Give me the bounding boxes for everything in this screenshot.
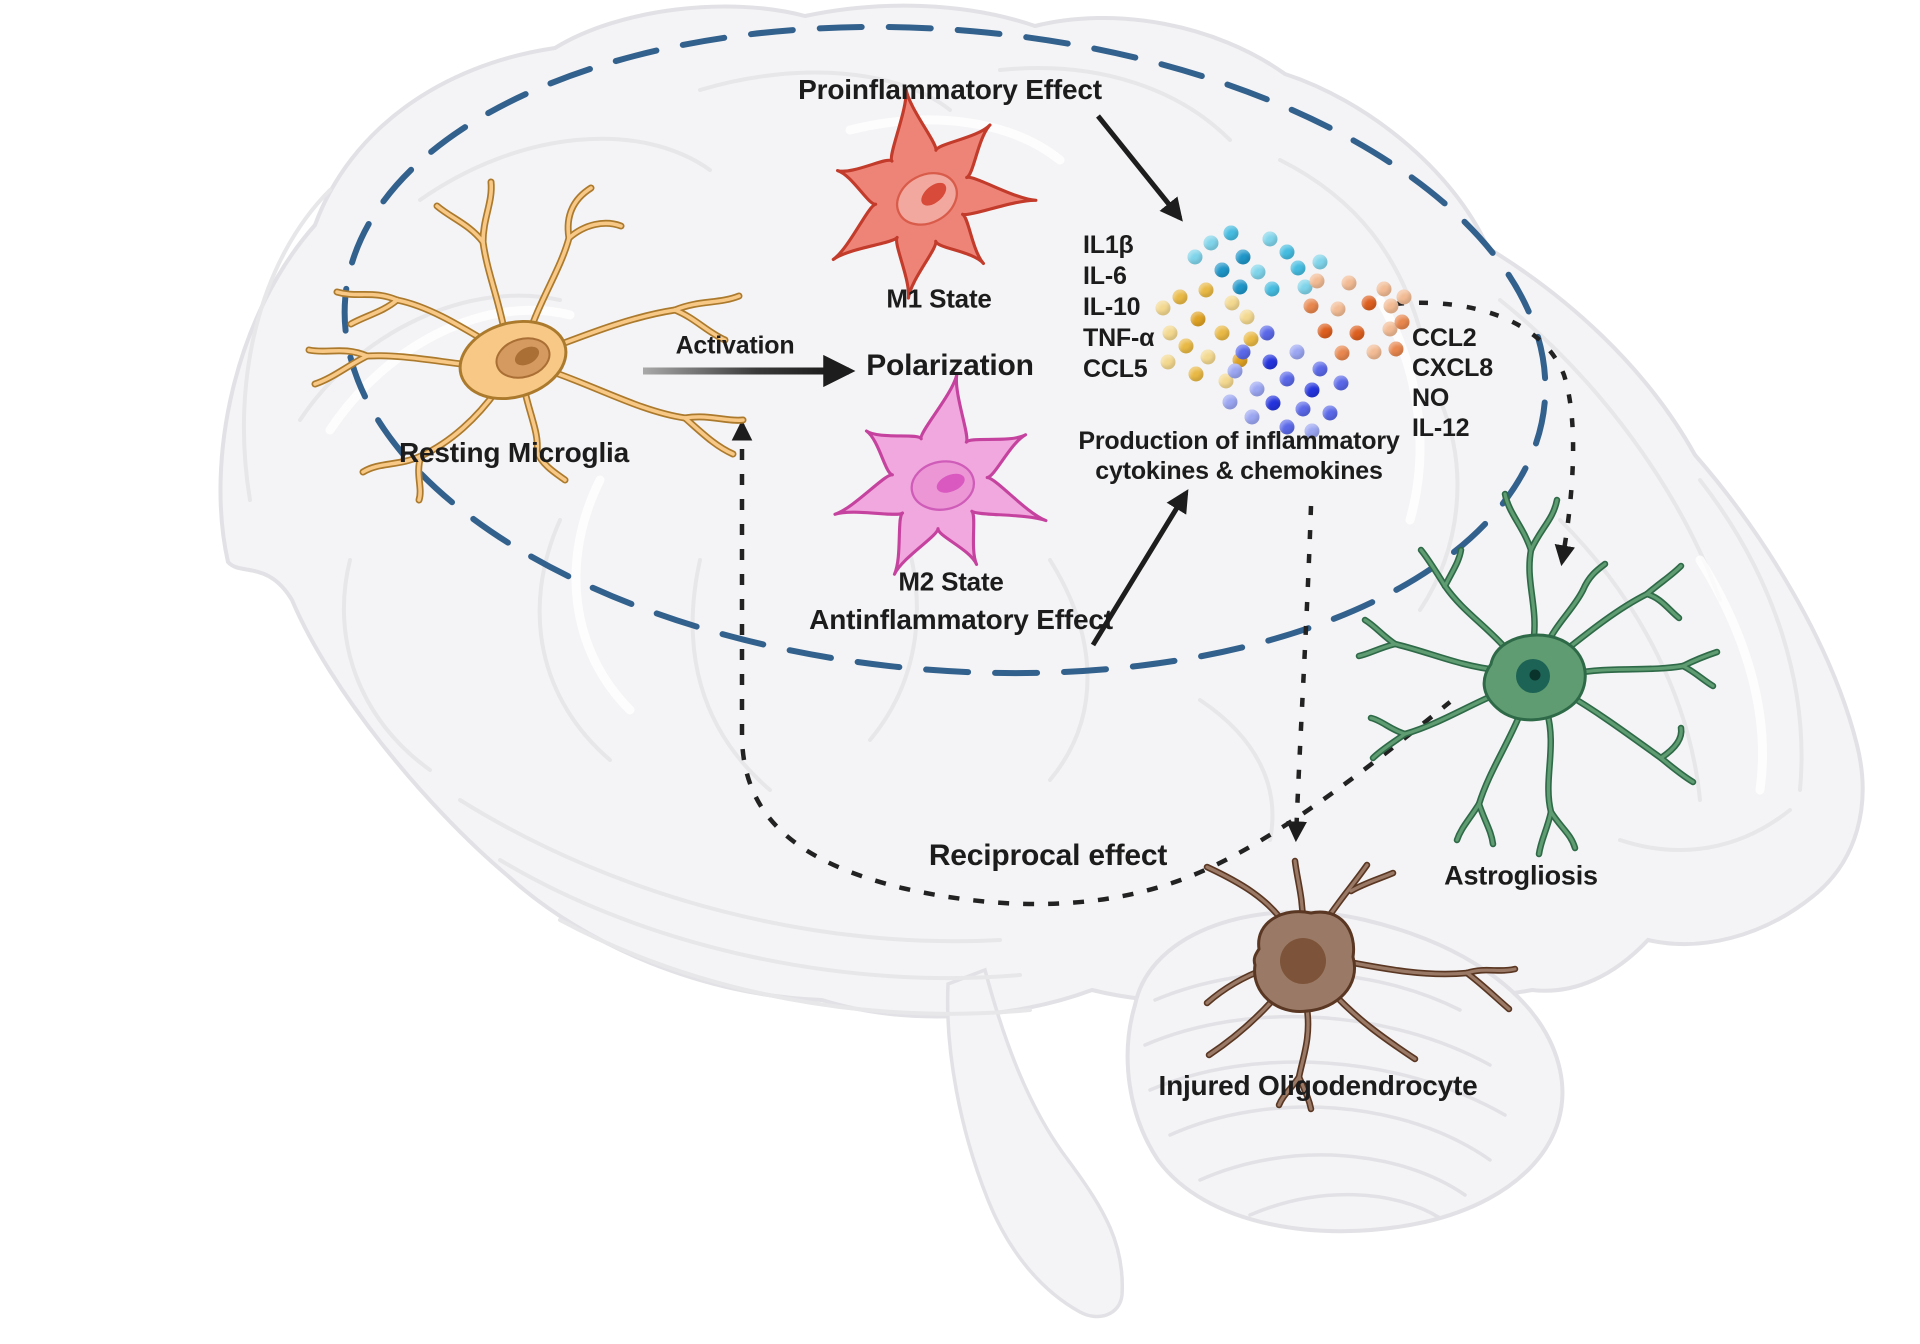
cns-dashed-ellipse [341,23,1549,677]
proinflammatory-arrow [1096,114,1183,222]
astrocyte-illustration [1359,494,1717,854]
resting-microglia-illustration [309,182,743,500]
oligodendrocyte-illustration [1207,861,1515,1109]
brain-outline-illustration [218,3,1865,1319]
mediators-dotted-arrow [1394,300,1576,567]
antiinflammatory-arrow [1090,489,1189,647]
oligodendrocyte-dashed-arrow [1286,505,1314,843]
arrows [643,114,1576,907]
reciprocal-dashed-arrow [731,419,1452,907]
